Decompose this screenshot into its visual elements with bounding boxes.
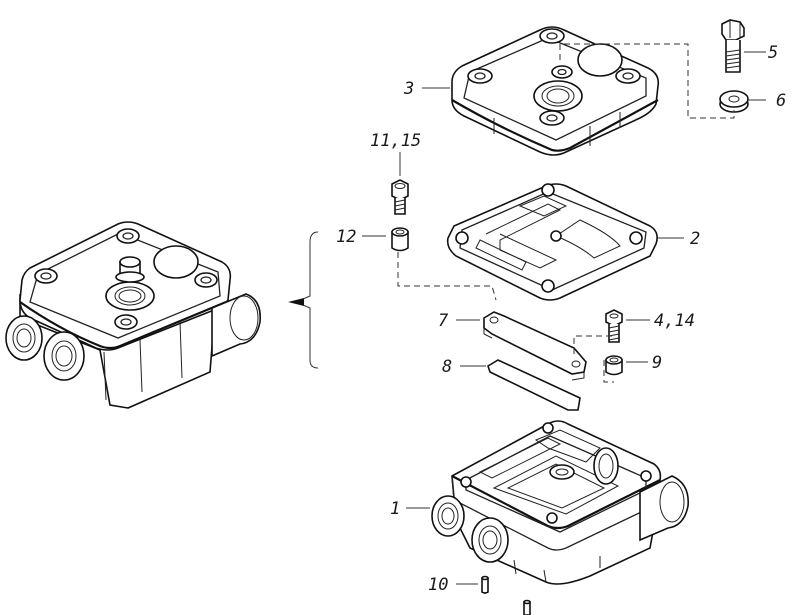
part-7-strap (483, 311, 587, 381)
part-pin-bottom (523, 599, 531, 615)
part-4-14-screw (605, 309, 623, 343)
guide-line-part-12-7 (397, 252, 497, 301)
part-11-15-screw (391, 179, 409, 215)
callout-part-11-15: 11,15 (370, 131, 421, 151)
callout-part-5: 5 (768, 43, 778, 63)
callout-part-10: 10 (428, 575, 448, 595)
part-12-sleeve (391, 227, 409, 252)
callout-part-1: 1 (390, 499, 400, 519)
callout-part-6: 6 (776, 91, 786, 111)
callout-part-2: 2 (690, 229, 700, 249)
part-2-gasket (446, 183, 658, 301)
part-8-plate (487, 359, 581, 411)
leader-lines (362, 51, 766, 585)
part-6-washer (719, 90, 749, 113)
part-1-cylinder-head (431, 420, 689, 585)
guide-line-part-4-9 (573, 335, 614, 383)
part-3-top-cover (451, 26, 660, 156)
callout-part-9: 9 (652, 353, 662, 373)
callout-part-12: 12 (336, 227, 356, 247)
part-5-bolt (721, 19, 745, 73)
callout-part-3: 3 (403, 79, 414, 99)
guide-line-part-5-6 (559, 43, 735, 119)
part-9-sleeve (605, 355, 623, 376)
callout-part-4-14: 4,14 (654, 311, 695, 331)
assembly-arrow (288, 231, 319, 369)
assembled-cylinder-head-view (5, 221, 262, 409)
part-10-pin (481, 575, 489, 594)
callout-part-7: 7 (438, 311, 449, 331)
callout-part-8: 8 (442, 357, 452, 377)
